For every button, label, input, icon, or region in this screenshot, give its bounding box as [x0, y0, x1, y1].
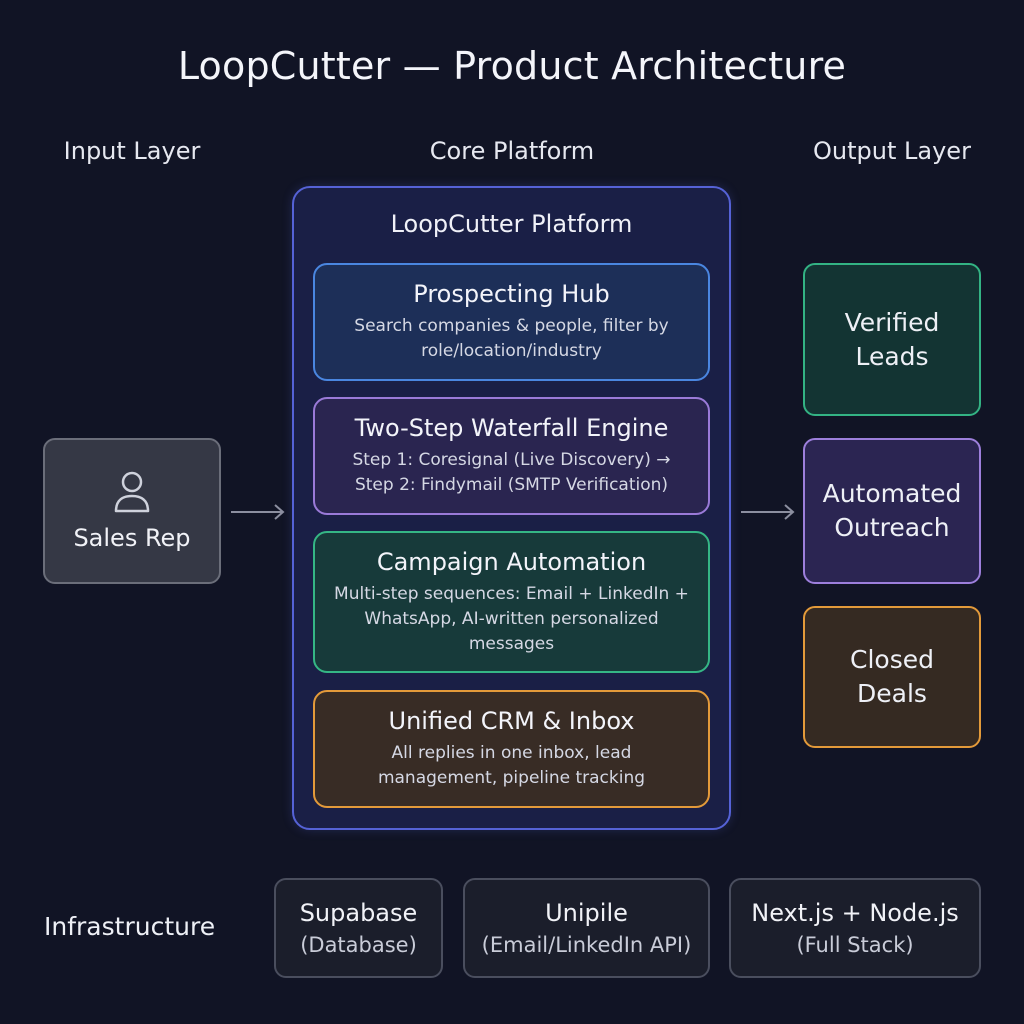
infra-supabase: Supabase (Database) [274, 878, 443, 978]
module-description: Search companies & people, filter by rol… [354, 316, 669, 361]
module-title: Two-Step Waterfall Engine [354, 414, 669, 442]
output-label: Automated Outreach [822, 479, 962, 542]
module-campaign-automation: Campaign Automation Multi-step sequences… [313, 531, 710, 673]
output-label: Closed Deals [850, 645, 934, 708]
diagram-title: LoopCutter — Product Architecture [177, 44, 847, 88]
platform-title: LoopCutter Platform [390, 210, 633, 238]
column-label-input: Input Layer [63, 137, 201, 165]
output-automated-outreach: Automated Outreach [803, 438, 981, 584]
user-icon [114, 471, 150, 513]
module-unified-crm: Unified CRM & Inbox All replies in one i… [313, 690, 710, 808]
module-description: All replies in one inbox, lead managemen… [377, 743, 646, 788]
input-arrow [231, 504, 285, 520]
module-title: Campaign Automation [376, 547, 647, 576]
infra-subtitle: (Database) [300, 933, 417, 957]
sales-rep-label: Sales Rep [73, 524, 191, 552]
sales-rep-node: Sales Rep [43, 438, 221, 584]
module-description: Multi-step sequences: Email + LinkedIn +… [334, 583, 689, 654]
module-waterfall-engine: Two-Step Waterfall Engine Step 1: Coresi… [313, 397, 710, 515]
infra-name: Unipile [545, 899, 628, 927]
infra-name: Supabase [299, 899, 418, 927]
infra-subtitle: (Email/LinkedIn API) [481, 933, 692, 957]
infra-name: Next.js + Node.js [751, 899, 959, 927]
output-closed-deals: Closed Deals [803, 606, 981, 748]
module-description: Step 1: Coresignal (Live Discovery) → St… [352, 450, 671, 495]
output-verified-leads: Verified Leads [803, 263, 981, 416]
module-title: Unified CRM & Inbox [388, 707, 635, 735]
infrastructure-label: Infrastructure [44, 912, 216, 941]
output-label: Verified Leads [844, 307, 940, 371]
module-title: Prospecting Hub [413, 280, 610, 308]
column-label-output: Output Layer [813, 137, 971, 165]
infra-nextjs-nodejs: Next.js + Node.js (Full Stack) [729, 878, 981, 978]
column-label-core: Core Platform [429, 137, 595, 165]
module-prospecting-hub: Prospecting Hub Search companies & peopl… [313, 263, 710, 381]
infra-subtitle: (Full Stack) [796, 933, 914, 957]
output-arrow [741, 504, 795, 520]
infra-unipile: Unipile (Email/LinkedIn API) [463, 878, 710, 978]
